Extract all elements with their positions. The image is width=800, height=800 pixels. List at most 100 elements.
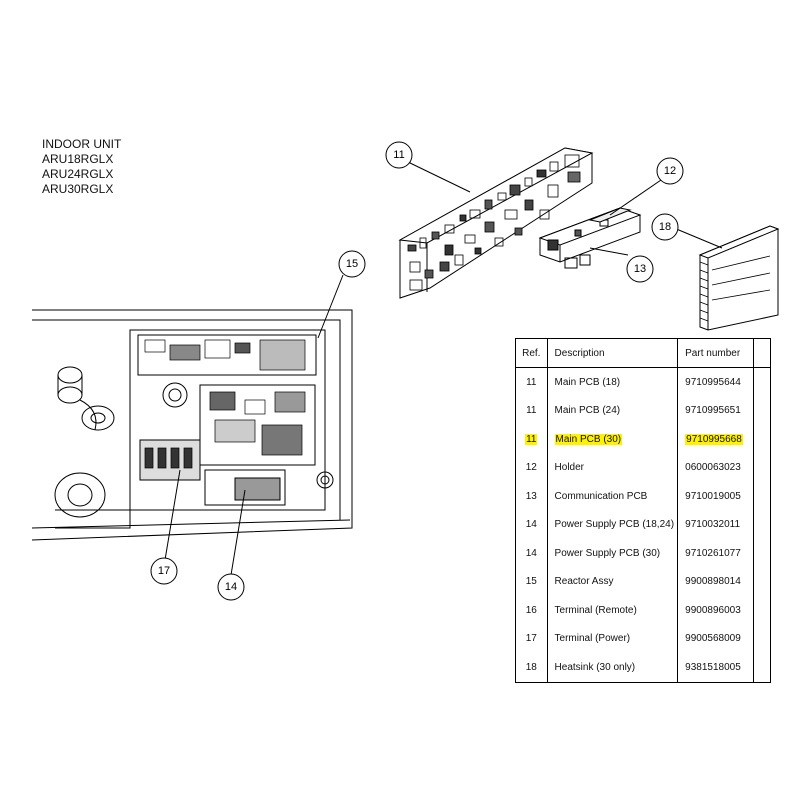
row-description: Heatsink (30 only) bbox=[547, 653, 679, 682]
row-description-text: Reactor Assy bbox=[554, 576, 614, 588]
row-description: Communication PCB bbox=[547, 482, 679, 511]
row-ref: 11 bbox=[515, 425, 548, 454]
callout-11: 11 bbox=[393, 149, 404, 161]
row-description-text: Power Supply PCB (18,24) bbox=[554, 519, 675, 531]
row-description: Main PCB (24) bbox=[547, 396, 679, 425]
row-ref-text: 13 bbox=[525, 490, 537, 502]
heatsink-drawing bbox=[698, 225, 780, 331]
row-ref-text: 16 bbox=[525, 604, 537, 616]
row-ref: 11 bbox=[515, 396, 548, 425]
table-row: 11 Main PCB (30) 9710995668 bbox=[515, 425, 771, 454]
callout-13: 13 bbox=[634, 263, 646, 275]
row-blank bbox=[753, 511, 770, 540]
table-row: 18 Heatsink (30 only) 9381518005 bbox=[515, 653, 771, 682]
row-description: Power Supply PCB (30) bbox=[547, 539, 679, 568]
row-ref: 17 bbox=[515, 624, 548, 653]
row-description: Power Supply PCB (18,24) bbox=[547, 510, 679, 539]
callout-17: 17 bbox=[158, 565, 170, 577]
row-part-number: 9381518005 bbox=[677, 653, 754, 682]
model-item: ARU30RGLX bbox=[42, 182, 114, 196]
row-part-number: 9710261077 bbox=[677, 539, 754, 568]
callout-15: 15 bbox=[346, 258, 358, 270]
row-blank bbox=[753, 596, 770, 625]
header-ref: Ref. bbox=[515, 338, 548, 368]
callout-14: 14 bbox=[225, 581, 237, 593]
table-row: 11 Main PCB (24) 9710995651 bbox=[515, 396, 771, 426]
parts-table-header-row: Ref. Description Part number bbox=[515, 338, 771, 368]
callout-18: 18 bbox=[659, 221, 671, 233]
row-description-text: Heatsink (30 only) bbox=[554, 661, 636, 673]
row-part-number: 9900568009 bbox=[677, 624, 754, 653]
callout-leaders bbox=[164, 161, 723, 576]
row-blank bbox=[753, 568, 770, 597]
row-description-text: Main PCB (24) bbox=[554, 405, 621, 417]
row-part-number: 9710019005 bbox=[677, 482, 754, 511]
row-part-number: 9900898014 bbox=[677, 567, 754, 596]
row-blank bbox=[753, 625, 770, 654]
row-part-number: 9710995668 bbox=[677, 425, 754, 454]
row-part-number-text: 9900896003 bbox=[685, 604, 741, 616]
row-description-text: Communication PCB bbox=[554, 490, 648, 502]
row-part-number-text: 9900898014 bbox=[685, 576, 741, 588]
row-part-number-text: 9710995644 bbox=[685, 376, 741, 388]
row-part-number-text: 9710032011 bbox=[685, 519, 741, 531]
row-blank bbox=[753, 425, 770, 454]
model-list-title: INDOOR UNIT bbox=[42, 137, 122, 151]
row-blank bbox=[753, 397, 770, 426]
header-blank bbox=[753, 339, 770, 368]
communication-pcb-drawing bbox=[538, 207, 642, 269]
table-row: 14 Power Supply PCB (30) 9710261077 bbox=[515, 539, 771, 568]
row-description-text: Main PCB (30) bbox=[554, 433, 623, 445]
table-row: 15 Reactor Assy 9900898014 bbox=[515, 567, 771, 597]
row-part-number: 9900896003 bbox=[677, 596, 754, 625]
row-ref-text: 11 bbox=[526, 405, 537, 417]
row-ref: 18 bbox=[515, 653, 548, 682]
row-ref: 13 bbox=[515, 482, 548, 511]
row-part-number: 0600063023 bbox=[677, 453, 754, 482]
callout-circles bbox=[150, 141, 684, 601]
row-part-number: 9710032011 bbox=[677, 510, 754, 539]
row-blank bbox=[753, 454, 770, 483]
row-part-number-text: 0600063023 bbox=[685, 462, 741, 474]
row-ref-text: 11 bbox=[525, 433, 538, 445]
row-ref: 14 bbox=[515, 539, 548, 568]
row-ref-text: 15 bbox=[525, 576, 537, 588]
row-blank bbox=[753, 368, 770, 397]
row-part-number-text: 9710261077 bbox=[685, 547, 741, 559]
row-ref: 11 bbox=[515, 367, 548, 397]
main-pcb-drawing bbox=[398, 147, 594, 299]
row-blank bbox=[753, 482, 770, 511]
indoor-unit-housing-drawing bbox=[31, 309, 353, 541]
row-ref-text: 11 bbox=[526, 376, 537, 388]
row-ref-text: 17 bbox=[525, 633, 537, 645]
row-description: Holder bbox=[547, 453, 679, 482]
row-description-text: Holder bbox=[554, 462, 584, 474]
table-row: 12 Holder 0600063023 bbox=[515, 453, 771, 483]
row-ref: 14 bbox=[515, 510, 548, 539]
row-part-number: 9710995651 bbox=[677, 396, 754, 425]
model-list: INDOOR UNIT ARU18RGLX ARU24RGLX ARU30RGL… bbox=[42, 137, 121, 197]
row-description-text: Power Supply PCB (30) bbox=[554, 547, 661, 559]
row-ref-text: 14 bbox=[525, 547, 537, 559]
row-part-number-text: 9381518005 bbox=[685, 661, 741, 673]
row-part-number-text: 9710995651 bbox=[685, 405, 741, 417]
row-ref-text: 12 bbox=[525, 462, 537, 474]
row-blank bbox=[753, 539, 770, 568]
row-description-text: Terminal (Remote) bbox=[554, 604, 637, 616]
row-description: Reactor Assy bbox=[547, 567, 679, 596]
model-item: ARU24RGLX bbox=[42, 167, 114, 181]
row-blank bbox=[753, 653, 770, 682]
header-description: Description bbox=[547, 338, 679, 368]
header-part-number: Part number bbox=[677, 338, 754, 368]
row-ref-text: 14 bbox=[525, 519, 537, 531]
row-part-number-text: 9710995668 bbox=[685, 433, 743, 445]
row-description: Main PCB (30) bbox=[547, 425, 679, 454]
table-row: 13 Communication PCB 9710019005 bbox=[515, 482, 771, 511]
row-description-text: Main PCB (18) bbox=[554, 376, 621, 388]
table-row: 14 Power Supply PCB (18,24) 9710032011 bbox=[515, 510, 771, 540]
callout-12: 12 bbox=[664, 165, 676, 177]
